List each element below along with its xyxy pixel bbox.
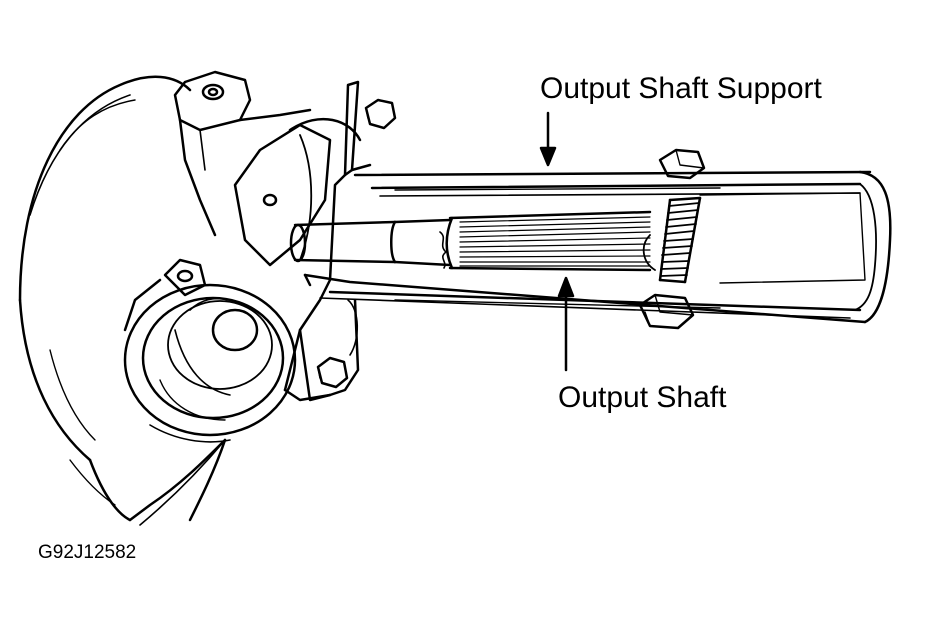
support-bracket-plate — [283, 80, 397, 402]
figure-id: G92J12582 — [38, 542, 137, 563]
callout-arrow-support — [539, 111, 557, 167]
output-shaft — [289, 210, 652, 272]
callout-arrow-shaft — [557, 276, 575, 372]
screw-threads — [642, 202, 700, 277]
label-output-shaft-support: Output Shaft Support — [540, 72, 822, 105]
transmission-case — [18, 70, 362, 526]
shaft-splines — [459, 216, 651, 267]
label-output-shaft: Output Shaft — [558, 381, 727, 414]
output-shaft-support-tool — [303, 170, 892, 324]
adjusting-screw — [638, 148, 706, 330]
transmission-port — [123, 278, 297, 443]
